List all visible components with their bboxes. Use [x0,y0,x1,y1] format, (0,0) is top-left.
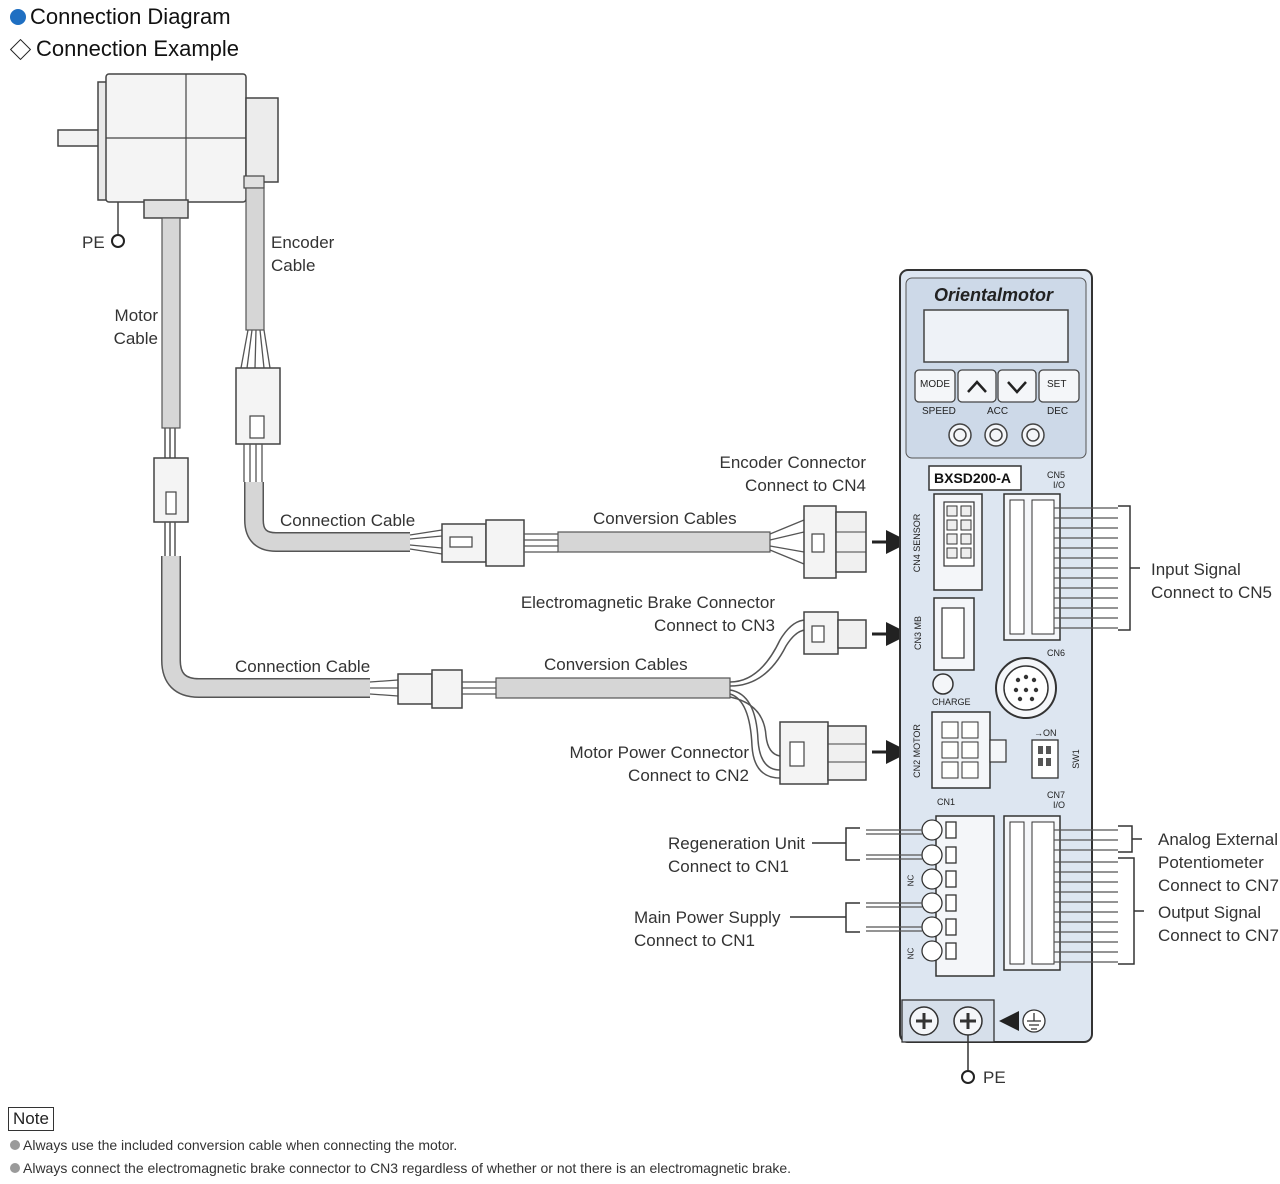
regeneration-unit-label-line2: Connect to CN1 [668,857,789,876]
encoder-cable [235,187,410,552]
analog-pot-label-line1: Analog External [1158,830,1279,849]
lower-conversion-assembly [369,611,910,785]
conversion-cables-lower-label: Conversion Cables [544,655,688,674]
charge-label: CHARGE [932,697,971,707]
motor [57,73,279,248]
speed-pot-label: SPEED [922,406,956,417]
mode-button[interactable]: MODE [920,379,950,390]
io-wires [866,507,1118,963]
down-arrow-icon [1007,381,1027,394]
motor-cable [153,217,370,698]
model-plate: BXSD200-A [934,470,1012,486]
conversion-cables-upper-label: Conversion Cables [593,509,737,528]
note-item: Always use the included conversion cable… [10,1137,457,1153]
note-item: Always connect the electromagnetic brake… [10,1160,791,1176]
encoder-connector-label-line2: Connect to CN4 [745,476,866,495]
dec-pot-label: DEC [1047,406,1069,417]
output-signal-label-line1: Output Signal [1158,903,1262,922]
pe-top-label: PE [82,233,105,252]
cn1-label: CN1 [937,797,956,807]
output-signal-label-line2: Connect to CN7 [1158,926,1279,945]
motor-power-connector-label-line2: Connect to CN2 [628,766,749,785]
analog-pot-label-line2: Potentiometer [1158,853,1264,872]
set-button[interactable]: SET [1047,379,1067,390]
brake-connector-label-line2: Connect to CN3 [654,616,775,635]
heading-text: Connection Example [36,36,240,61]
bullet-icon [10,1163,20,1173]
sw1-label: SW1 [1070,749,1081,769]
cn5-label: CN5 [1047,470,1066,480]
driver-brand-logo: Orientalmotor [934,285,1054,305]
regeneration-unit-label-line1: Regeneration Unit [668,834,806,853]
cn2-label: CN2 MOTOR [912,724,922,778]
driver-unit [899,269,1093,1084]
sw-on-label: →ON [1034,728,1057,738]
encoder-cable-label-line2: Cable [271,256,316,275]
input-signal-label-line2: Connect to CN5 [1151,583,1272,602]
brackets [790,505,1144,965]
acc-pot-label: ACC [987,406,1009,417]
blue-dot-icon [10,9,26,25]
cn5-io-label: I/O [1053,480,1066,490]
cn1-nc-label: NC [906,874,916,887]
encoder-cable-label-line1: Encoder [271,233,335,252]
cn4-label: CN4 SENSOR [912,513,922,573]
input-signal-label-line1: Input Signal [1151,560,1241,579]
bullet-icon [10,1140,20,1150]
cn1-nc-label: NC [906,947,916,960]
analog-pot-label-line3: Connect to CN7 [1158,876,1279,895]
heading-connection-diagram: Connection Diagram [10,4,231,30]
pe-bottom-label: PE [983,1068,1006,1087]
encoder-connector-label-line1: Encoder Connector [719,453,866,472]
note-title: Note [8,1107,54,1131]
note-item-text: Always use the included conversion cable… [23,1137,458,1153]
heading-text: Connection Diagram [30,4,231,29]
motor-cable-label-line2: Cable [113,329,158,348]
heading-connection-example: Connection Example [9,36,240,62]
connection-cable-upper-label: Connection Cable [280,511,416,530]
connection-cable-lower-label: Connection Cable [235,657,371,676]
motor-power-connector-label-line1: Motor Power Connector [569,743,749,762]
up-arrow-icon [967,380,987,393]
cn6-label: CN6 [1047,648,1066,658]
note-item-text: Always connect the electromagnetic brake… [23,1160,792,1176]
motor-cable-label-line1: Motor [114,306,158,325]
cn3-label: CN3 MB [913,616,923,651]
upper-conversion-assembly [409,505,910,579]
main-power-supply-label-line2: Connect to CN1 [634,931,755,950]
cn7-io-label: I/O [1053,800,1066,810]
main-power-supply-label-line1: Main Power Supply [634,908,781,927]
brake-connector-label-line1: Electromagnetic Brake Connector [520,593,775,612]
cn7-label: CN7 [1047,790,1066,800]
